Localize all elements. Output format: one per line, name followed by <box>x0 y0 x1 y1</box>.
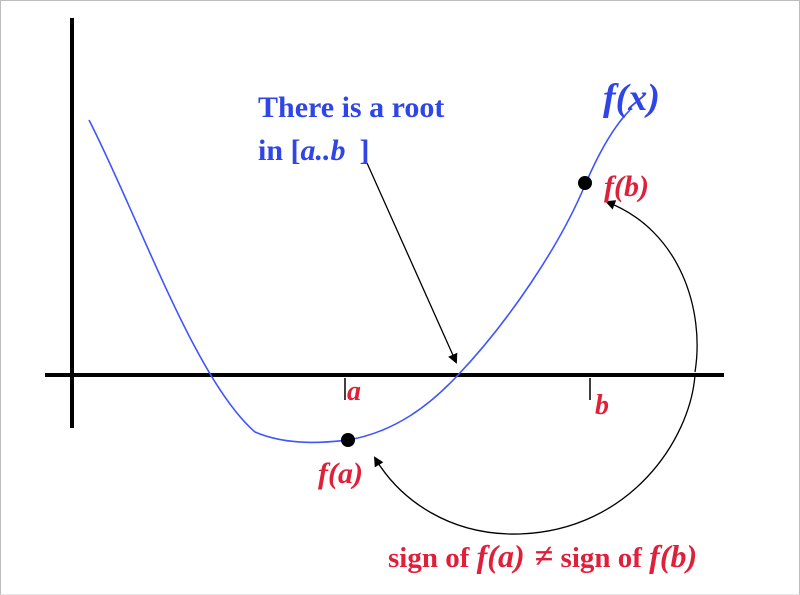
root-note-line1: There is a root <box>258 91 444 124</box>
sign-caption-fa: f(a) <box>477 538 525 574</box>
root-note-interval: a..b <box>301 134 346 167</box>
tick-b-label: b <box>595 390 609 421</box>
sign-caption-fb: f(b) <box>649 538 697 574</box>
root-note-prefix: in [ <box>258 134 301 167</box>
point-f-b <box>578 176 592 190</box>
sign-caption: sign of f(a) ≠ sign of f(b) <box>388 538 697 575</box>
point-f-b-label: f(b) <box>604 170 649 203</box>
root-note-line2: in [a..b] <box>258 134 370 167</box>
arc-arrow-to-fa <box>373 374 696 535</box>
sign-caption-part1: sign of <box>388 542 477 574</box>
arc-arrow-to-fb <box>605 200 698 373</box>
point-f-a <box>341 433 355 447</box>
tick-a-label: a <box>347 376 361 407</box>
sign-caption-neq: ≠ <box>535 538 554 575</box>
root-note-suffix: ] <box>360 134 370 167</box>
root-pointer-arrow <box>366 162 458 364</box>
point-f-a-label: f(a) <box>318 457 363 490</box>
sign-caption-part2: sign of <box>553 542 649 574</box>
function-label: f(x) <box>603 77 660 119</box>
